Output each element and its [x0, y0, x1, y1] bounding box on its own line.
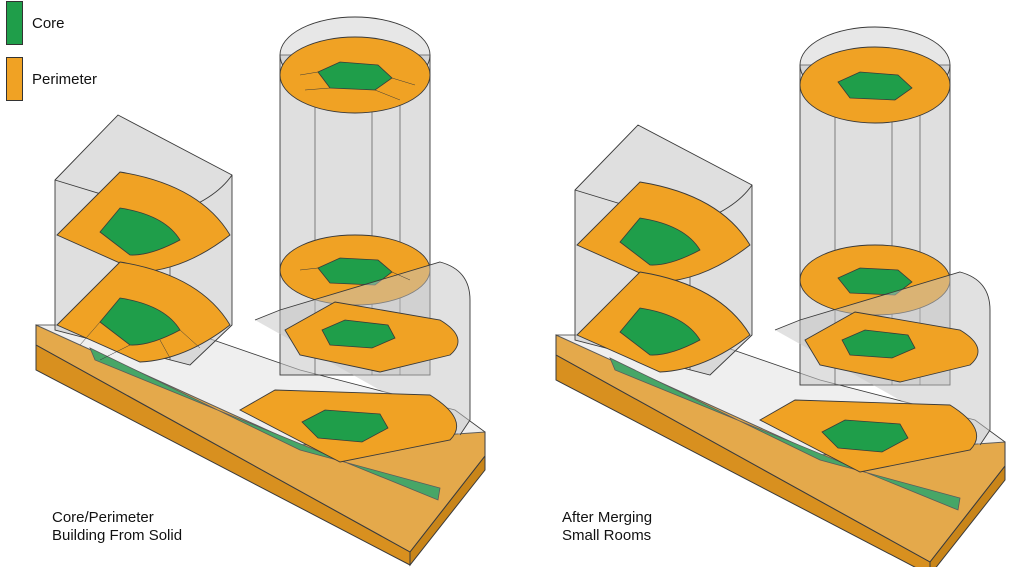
caption-left-line2: Building From Solid: [52, 527, 183, 544]
caption-left: Core/Perimeter Building From Solid: [52, 509, 182, 545]
caption-right: After Merging Small Rooms: [562, 509, 652, 545]
legend-core-swatch: [6, 1, 23, 45]
legend-core: Core: [6, 1, 65, 45]
legend-perimeter: Perimeter: [6, 57, 97, 101]
legend-core-label: Core: [32, 14, 65, 32]
caption-right-line1: After Merging: [562, 509, 653, 526]
caption-right-line2: Small Rooms: [562, 527, 652, 544]
legend-perimeter-swatch: [6, 57, 23, 101]
panel-right-building: [555, 26, 1006, 567]
legend-perimeter-label: Perimeter: [32, 70, 98, 88]
caption-left-line1: Core/Perimeter: [52, 509, 154, 526]
panel-left-building: [35, 16, 486, 566]
